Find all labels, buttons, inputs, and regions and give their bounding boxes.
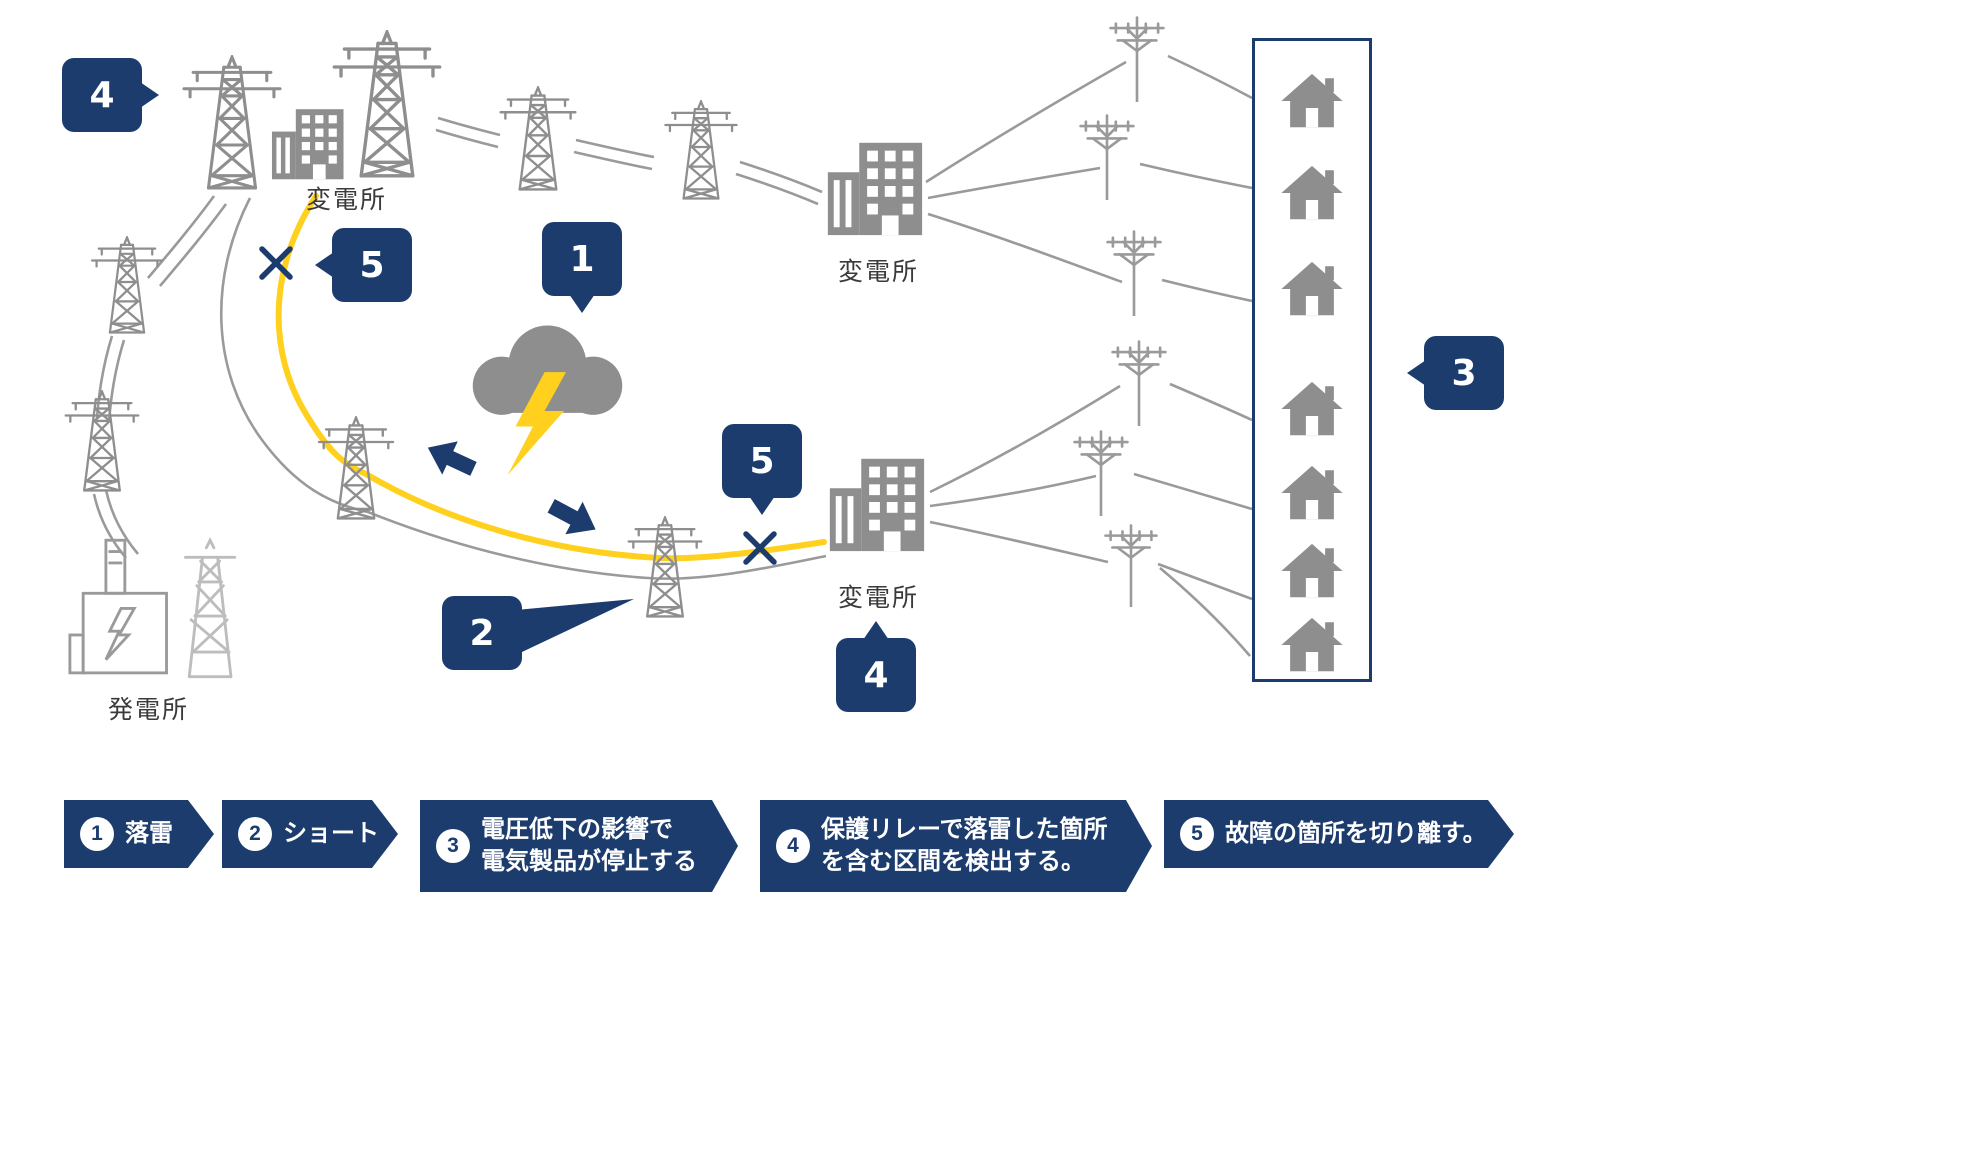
callout-badge-4-topleft: 4 xyxy=(62,58,159,132)
badge-tail xyxy=(140,82,159,108)
power-plant-icon xyxy=(68,535,248,680)
house-icon xyxy=(1279,73,1345,129)
utility-pole-icon xyxy=(1068,112,1146,200)
disconnect-x-icon xyxy=(743,531,777,565)
substation-bottom-label: 変電所 xyxy=(838,584,920,612)
houses-group-box xyxy=(1252,38,1372,682)
badge-number: 4 xyxy=(863,654,889,696)
badge-number: 5 xyxy=(359,244,385,286)
house-icon xyxy=(1279,543,1345,599)
transmission-tower-icon xyxy=(312,416,400,520)
badge-tail xyxy=(315,252,334,278)
power-plant-label: 発電所 xyxy=(108,696,190,724)
callout-badge-5-mid: 5 xyxy=(722,424,802,515)
house-icon xyxy=(1279,465,1345,521)
utility-pole-icon xyxy=(1100,338,1178,426)
house-icon xyxy=(1279,261,1345,317)
substation-icon xyxy=(822,452,930,552)
storm-cloud-lightning-icon xyxy=(455,310,640,477)
transmission-tower-icon xyxy=(620,516,710,618)
badge-number: 5 xyxy=(749,440,775,482)
substation-icon xyxy=(820,136,928,236)
transmission-tower-icon xyxy=(492,86,584,191)
house-icon xyxy=(1279,165,1345,221)
badge-tail xyxy=(1407,360,1426,386)
badge-tail xyxy=(569,294,595,313)
badge-number: 2 xyxy=(469,612,495,654)
callout-badge-3-houses: 3 xyxy=(1407,336,1504,410)
transmission-tower-icon xyxy=(655,100,747,200)
house-icon xyxy=(1279,617,1345,673)
badge-tail xyxy=(749,496,775,515)
callout-badge-1-lightning: 1 xyxy=(542,222,622,313)
substation-top-label: 変電所 xyxy=(306,186,388,214)
badge-number: 1 xyxy=(569,238,595,280)
utility-pole-icon xyxy=(1062,428,1140,516)
badge-number: 4 xyxy=(89,74,115,116)
badge-2-tail xyxy=(516,599,634,652)
utility-pole-icon xyxy=(1092,522,1170,607)
utility-pole-icon xyxy=(1095,228,1173,316)
transmission-tower-icon xyxy=(60,390,144,492)
callout-badge-5-left: 5 xyxy=(315,228,412,302)
callout-badge-4-bottom: 4 xyxy=(836,621,916,712)
house-icon xyxy=(1279,381,1345,437)
transmission-tower-icon xyxy=(85,236,169,334)
callout-badge-2-short: 2 xyxy=(442,596,522,670)
badge-number: 3 xyxy=(1451,352,1477,394)
substation-right-label: 変電所 xyxy=(838,258,920,286)
disconnect-x-icon xyxy=(259,246,293,280)
substation-icon xyxy=(266,96,348,188)
utility-pole-icon xyxy=(1098,14,1176,102)
badge-tail xyxy=(863,621,889,640)
